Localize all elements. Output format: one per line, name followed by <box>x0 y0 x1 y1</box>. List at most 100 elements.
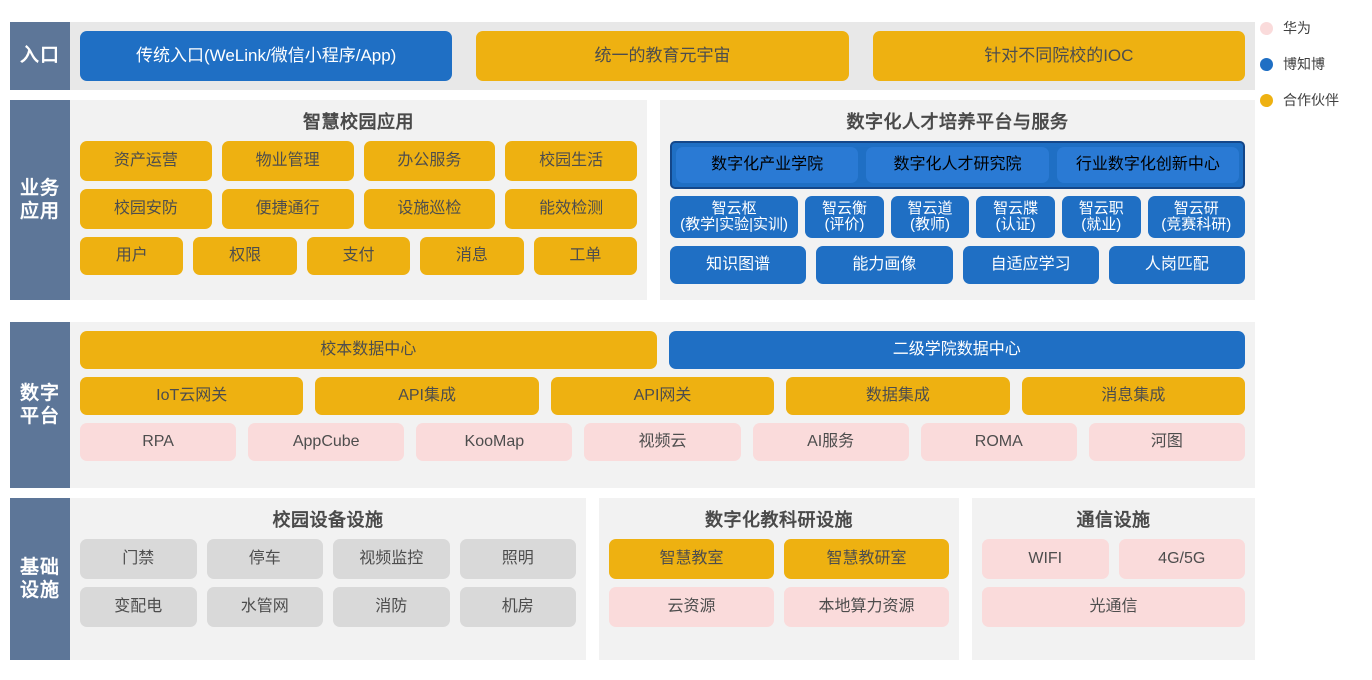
zhiyun-zhi[interactable]: 智云职 (就业) <box>1062 196 1141 238</box>
band-infrastructure: 基础 设施 校园设备设施 门禁 停车 视频监控 照明 变配电 水管网 消防 机房 <box>10 498 1255 660</box>
zhiyun-heng[interactable]: 智云衡 (评价) <box>805 196 884 238</box>
legend-dot-bozhibo <box>1260 58 1273 71</box>
campus-campus-life[interactable]: 校园生活 <box>505 141 637 181</box>
device-video-surveillance[interactable]: 视频监控 <box>333 539 450 579</box>
data-message-integration[interactable]: 消息集成 <box>1022 377 1245 415</box>
band-label-digital-platform: 数字 平台 <box>10 322 70 488</box>
zhiyun-die[interactable]: 智云牒 (认证) <box>976 196 1055 238</box>
device-parking[interactable]: 停车 <box>207 539 324 579</box>
panel-campus-devices: 校园设备设施 门禁 停车 视频监控 照明 变配电 水管网 消防 机房 <box>70 498 586 660</box>
campus-property-mgmt[interactable]: 物业管理 <box>222 141 354 181</box>
campus-permission[interactable]: 权限 <box>193 237 296 275</box>
campus-office-service[interactable]: 办公服务 <box>364 141 496 181</box>
entry-item-traditional[interactable]: 传统入口(WeLink/微信小程序/App) <box>80 31 452 81</box>
campus-row-2: 校园安防 便捷通行 设施巡检 能效检测 <box>80 189 637 229</box>
legend: 华为 博知博 合作伙伴 <box>1260 18 1372 110</box>
cap-knowledge-graph[interactable]: 知识图谱 <box>670 246 806 284</box>
cap-adaptive-learning[interactable]: 自适应学习 <box>963 246 1099 284</box>
band-entry: 入口 传统入口(WeLink/微信小程序/App) 统一的教育元宇宙 针对不同院… <box>10 22 1255 90</box>
campus-access[interactable]: 便捷通行 <box>222 189 354 229</box>
talent-research-institute[interactable]: 数字化人才研究院 <box>866 147 1048 183</box>
data-service-appcube[interactable]: AppCube <box>248 423 404 461</box>
data-service-roma[interactable]: ROMA <box>921 423 1077 461</box>
entry-item-metaverse[interactable]: 统一的教育元宇宙 <box>476 31 848 81</box>
band-label-business: 业务 应用 <box>10 100 70 300</box>
research-row-2: 云资源 本地算力资源 <box>609 587 949 627</box>
campus-message[interactable]: 消息 <box>420 237 523 275</box>
device-fire-control[interactable]: 消防 <box>333 587 450 627</box>
data-center-school[interactable]: 校本数据中心 <box>80 331 657 369</box>
campus-security[interactable]: 校园安防 <box>80 189 212 229</box>
band-label-infrastructure: 基础 设施 <box>10 498 70 660</box>
cap-job-matching[interactable]: 人岗匹配 <box>1109 246 1245 284</box>
panel-title-smart-campus: 智慧校园应用 <box>80 108 637 134</box>
campus-workorder[interactable]: 工单 <box>534 237 637 275</box>
talent-innovation-center[interactable]: 行业数字化创新中心 <box>1057 147 1239 183</box>
panel-title-campus-devices: 校园设备设施 <box>80 506 576 532</box>
research-smart-lab[interactable]: 智慧教研室 <box>784 539 949 579</box>
entry-items: 传统入口(WeLink/微信小程序/App) 统一的教育元宇宙 针对不同院校的I… <box>70 22 1255 90</box>
campus-user[interactable]: 用户 <box>80 237 183 275</box>
panel-research-facilities: 数字化教科研设施 智慧教室 智慧教研室 云资源 本地算力资源 <box>599 498 959 660</box>
band-label-entry: 入口 <box>10 22 70 90</box>
device-row-1: 门禁 停车 视频监控 照明 <box>80 539 576 579</box>
panel-smart-campus: 智慧校园应用 资产运营 物业管理 办公服务 校园生活 校园安防 便捷通行 设施巡… <box>70 100 647 300</box>
comm-4g-5g[interactable]: 4G/5G <box>1119 539 1246 579</box>
data-service-rpa[interactable]: RPA <box>80 423 236 461</box>
talent-row-capabilities: 知识图谱 能力画像 自适应学习 人岗匹配 <box>670 246 1245 284</box>
legend-label-huawei: 华为 <box>1283 18 1311 38</box>
band-business: 业务 应用 智慧校园应用 资产运营 物业管理 办公服务 校园生活 校园安防 便捷… <box>10 100 1255 300</box>
zhiyun-yan[interactable]: 智云研 (竞赛科研) <box>1148 196 1245 238</box>
talent-industry-college[interactable]: 数字化产业学院 <box>676 147 858 183</box>
research-local-compute[interactable]: 本地算力资源 <box>784 587 949 627</box>
device-access-control[interactable]: 门禁 <box>80 539 197 579</box>
research-smart-classroom[interactable]: 智慧教室 <box>609 539 774 579</box>
data-row-services: RPA AppCube KooMap 视频云 AI服务 ROMA 河图 <box>80 423 1245 461</box>
comm-optical[interactable]: 光通信 <box>982 587 1245 627</box>
device-lighting[interactable]: 照明 <box>460 539 577 579</box>
legend-item-partner: 合作伙伴 <box>1260 90 1372 110</box>
campus-row-3: 用户 权限 支付 消息 工单 <box>80 237 637 275</box>
device-power-distribution[interactable]: 变配电 <box>80 587 197 627</box>
data-service-koomap[interactable]: KooMap <box>416 423 572 461</box>
legend-label-bozhibo: 博知博 <box>1283 54 1325 74</box>
legend-item-huawei: 华为 <box>1260 18 1372 38</box>
talent-group-institutes: 数字化产业学院 数字化人才研究院 行业数字化创新中心 <box>670 141 1245 189</box>
zhiyun-shu[interactable]: 智云枢 (教学|实验|实训) <box>670 196 798 238</box>
band-digital-platform: 数字 平台 校本数据中心 二级学院数据中心 IoT云网关 API集成 API网关… <box>10 322 1255 488</box>
data-service-ai[interactable]: AI服务 <box>753 423 909 461</box>
data-service-video-cloud[interactable]: 视频云 <box>584 423 740 461</box>
campus-inspection[interactable]: 设施巡检 <box>364 189 496 229</box>
device-server-room[interactable]: 机房 <box>460 587 577 627</box>
panel-communication-facilities: 通信设施 WIFI 4G/5G 光通信 <box>972 498 1255 660</box>
data-service-hetu[interactable]: 河图 <box>1089 423 1245 461</box>
campus-asset-ops[interactable]: 资产运营 <box>80 141 212 181</box>
panel-title-communication-facilities: 通信设施 <box>982 506 1245 532</box>
data-row-integration: IoT云网关 API集成 API网关 数据集成 消息集成 <box>80 377 1245 415</box>
legend-dot-huawei <box>1260 22 1273 35</box>
comm-wifi[interactable]: WIFI <box>982 539 1109 579</box>
campus-row-1: 资产运营 物业管理 办公服务 校园生活 <box>80 141 637 181</box>
data-iot-gateway[interactable]: IoT云网关 <box>80 377 303 415</box>
device-water-network[interactable]: 水管网 <box>207 587 324 627</box>
panel-title-research-facilities: 数字化教科研设施 <box>609 506 949 532</box>
campus-payment[interactable]: 支付 <box>307 237 410 275</box>
legend-label-partner: 合作伙伴 <box>1283 90 1339 110</box>
cap-ability-portrait[interactable]: 能力画像 <box>816 246 952 284</box>
research-row-1: 智慧教室 智慧教研室 <box>609 539 949 579</box>
entry-item-ioc[interactable]: 针对不同院校的IOC <box>873 31 1245 81</box>
data-api-gateway[interactable]: API网关 <box>551 377 774 415</box>
data-center-college[interactable]: 二级学院数据中心 <box>669 331 1246 369</box>
legend-dot-partner <box>1260 94 1273 107</box>
campus-efficiency[interactable]: 能效检测 <box>505 189 637 229</box>
device-row-2: 变配电 水管网 消防 机房 <box>80 587 576 627</box>
panel-talent-platform: 数字化人才培养平台与服务 数字化产业学院 数字化人才研究院 行业数字化创新中心 … <box>660 100 1255 300</box>
comm-row-1: WIFI 4G/5G <box>982 539 1245 579</box>
research-cloud-resource[interactable]: 云资源 <box>609 587 774 627</box>
data-api-integration[interactable]: API集成 <box>315 377 538 415</box>
data-data-integration[interactable]: 数据集成 <box>786 377 1009 415</box>
panel-title-talent-platform: 数字化人才培养平台与服务 <box>670 108 1245 134</box>
zhiyun-dao[interactable]: 智云道 (教师) <box>891 196 970 238</box>
talent-row-zhiyun: 智云枢 (教学|实验|实训) 智云衡 (评价) 智云道 (教师) 智云牒 (认证… <box>670 196 1245 238</box>
